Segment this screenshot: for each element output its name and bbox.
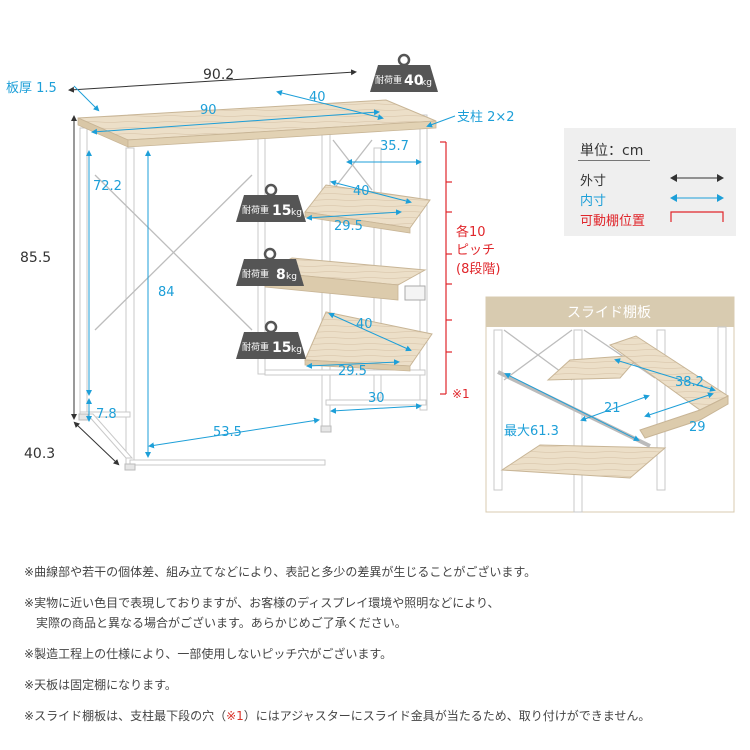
load-shelf1-unit: kg bbox=[291, 208, 302, 218]
shelf-dimension-diagram: 90.2 85.5 40.3 板厚 1.5 90 40 支柱 2×2 72.2 … bbox=[6, 53, 735, 513]
slide-panel-header bbox=[486, 297, 734, 327]
slide-shelf-panel: スライド棚板 38.2 21 29 最大61.3 bbox=[485, 296, 735, 513]
slide-width: 38.2 bbox=[675, 375, 704, 390]
outer-arrow-icon bbox=[670, 174, 724, 182]
legend-movable-label: 可動棚位置 bbox=[580, 214, 646, 229]
note-3: ※製造工程上の仕様により、一部使用しないピッチ穴がございます。 bbox=[24, 647, 393, 661]
load-shelf3-label: 耐荷重 bbox=[242, 341, 269, 353]
dim-bottom-inner-width: 53.5 bbox=[213, 425, 242, 440]
load-shelf2-unit: kg bbox=[286, 272, 297, 282]
pitch-label-line3: (8段階) bbox=[456, 262, 500, 277]
dim-outer-height: 85.5 bbox=[20, 250, 51, 266]
pitch-label-line2: ピッチ bbox=[456, 243, 495, 258]
legend-outer-label: 外寸 bbox=[580, 174, 607, 189]
load-top-unit: kg bbox=[421, 78, 432, 88]
load-shelf3-unit: kg bbox=[291, 345, 302, 355]
inner-dimensions bbox=[73, 85, 456, 458]
load-top-label: 耐荷重 bbox=[375, 74, 402, 86]
note-1: ※曲線部や若干の個体差、組み立てなどにより、表記と多少の差異が生じることがござい… bbox=[24, 565, 537, 579]
load-shelf2-number: 8 bbox=[276, 267, 286, 283]
slide-inner-depth: 21 bbox=[604, 401, 621, 416]
legend-divider bbox=[578, 160, 650, 161]
slide-max: 最大61.3 bbox=[504, 424, 559, 439]
legend-inner-label: 内寸 bbox=[580, 194, 607, 209]
adjuster-feet bbox=[78, 413, 332, 471]
note-5: ※スライド棚板は、支柱最下段の穴（※1）にはアジャスターにスライド金具が当たるた… bbox=[24, 709, 651, 723]
note-2: ※実物に近い色目で表現しておりますが、お客様のディスプレイ環境や照明などにより、… bbox=[24, 596, 500, 630]
slide-depth: 29 bbox=[689, 420, 706, 435]
dim-left-inner-height: 84 bbox=[158, 285, 175, 300]
load-top-number: 40 bbox=[404, 73, 424, 89]
dim-post-size: 支柱 2×2 bbox=[457, 110, 515, 125]
dim-outer-width: 90.2 bbox=[203, 67, 234, 83]
movable-shelf-pitch bbox=[440, 141, 452, 395]
load-shelf2-label: 耐荷重 bbox=[242, 268, 269, 280]
dim-shelf3-depth: 40 bbox=[356, 317, 373, 332]
load-shelf1-label: 耐荷重 bbox=[242, 204, 269, 216]
load-weight-top: 耐荷重 40 kg bbox=[370, 53, 438, 92]
dim-shelf1-width: 29.5 bbox=[334, 219, 363, 234]
movable-bracket-icon bbox=[670, 211, 724, 222]
unit-legend: 単位：cm 外寸 内寸 可動棚位置 bbox=[564, 128, 736, 236]
inner-arrow-icon bbox=[670, 194, 724, 202]
note-5-marker: ※1 bbox=[226, 709, 244, 723]
note-4: ※天板は固定棚になります。 bbox=[24, 678, 177, 692]
dim-board-thickness: 板厚 1.5 bbox=[6, 81, 57, 96]
pitch-marker: ※1 bbox=[452, 387, 470, 401]
dim-bottom-clearance: 7.8 bbox=[96, 407, 117, 422]
pitch-label-line1: 各10 bbox=[456, 224, 486, 240]
dim-top-inner-depth: 40 bbox=[309, 90, 326, 105]
slide-panel-title: スライド棚板 bbox=[567, 305, 651, 321]
notes-section: ※曲線部や若干の個体差、組み立てなどにより、表記と多少の差異が生じることがござい… bbox=[24, 562, 734, 737]
dim-left-clearance: 72.2 bbox=[93, 179, 122, 194]
legend-title: 単位：cm bbox=[580, 143, 644, 159]
load-weight-shelf3: 耐荷重 15 kg bbox=[236, 320, 306, 359]
load-shelf3-number: 15 bbox=[272, 340, 291, 356]
dim-top-inner-width: 90 bbox=[200, 103, 217, 118]
outer-dimensions bbox=[68, 69, 357, 466]
load-weight-shelf2: 耐荷重 8 kg bbox=[236, 247, 304, 286]
dim-rack-width: 35.7 bbox=[380, 139, 409, 154]
load-shelf1-number: 15 bbox=[272, 203, 291, 219]
dim-shelf1-depth: 40 bbox=[353, 184, 370, 199]
dim-shelf3-width: 29.5 bbox=[338, 364, 367, 379]
load-weight-shelf1: 耐荷重 15 kg bbox=[236, 183, 306, 222]
dim-outer-depth: 40.3 bbox=[24, 446, 55, 462]
dim-rack-bottom-width: 30 bbox=[368, 391, 385, 406]
